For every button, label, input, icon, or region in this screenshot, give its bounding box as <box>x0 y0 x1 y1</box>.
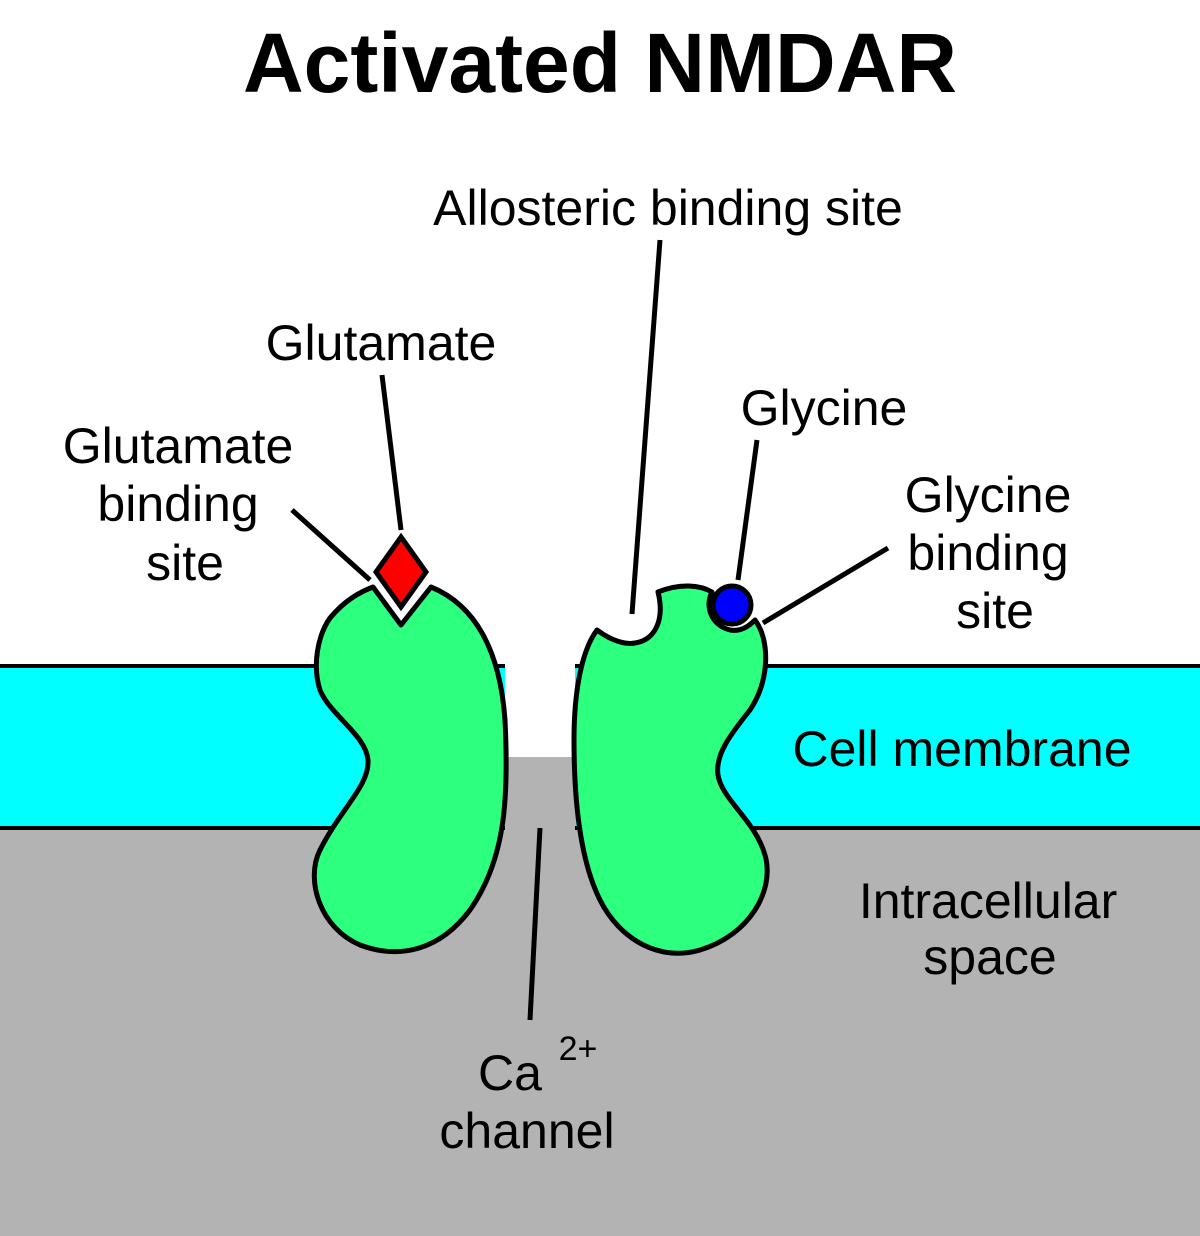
label-line: site <box>956 583 1034 639</box>
extracellular-space <box>0 0 1200 666</box>
label-line: Glycine <box>905 467 1072 523</box>
label-line: binding <box>907 525 1068 581</box>
glutamate-ligand <box>372 532 430 612</box>
receptor-subunit-left <box>311 584 509 954</box>
leader-glutamate-site <box>290 508 372 582</box>
label-line: space <box>923 929 1056 985</box>
label-channel: channel <box>439 1103 614 1159</box>
label-cell-membrane: Cell membrane <box>792 721 1131 777</box>
label-ca-charge: 2+ <box>559 1030 598 1068</box>
label-line: Intracellular <box>859 873 1117 929</box>
diagram-title: Activated NMDAR <box>243 16 957 110</box>
label-allosteric-binding-site: Allosteric binding site <box>433 180 903 236</box>
label-line: site <box>146 535 224 591</box>
leader-glycine-site <box>761 545 890 626</box>
leader-allosteric <box>629 239 663 615</box>
label-glutamate: Glutamate <box>266 315 497 371</box>
label-line: binding <box>97 476 258 532</box>
label-glutamate-binding-site: Glutamate binding site <box>63 418 308 591</box>
label-ca-ion: Ca <box>478 1045 542 1101</box>
channel-pore-intracellular <box>505 757 580 837</box>
leader-glycine <box>735 439 760 581</box>
receptor-subunit-right <box>571 583 770 956</box>
leader-glutamate <box>379 374 404 531</box>
label-line: Glutamate <box>63 418 294 474</box>
label-glycine: Glycine <box>741 380 908 436</box>
label-glycine-binding-site: Glycine binding site <box>905 467 1086 639</box>
label-intracellular-space: Intracellular space <box>859 873 1131 985</box>
leader-channel <box>527 827 543 1021</box>
glycine-ligand <box>710 583 754 627</box>
